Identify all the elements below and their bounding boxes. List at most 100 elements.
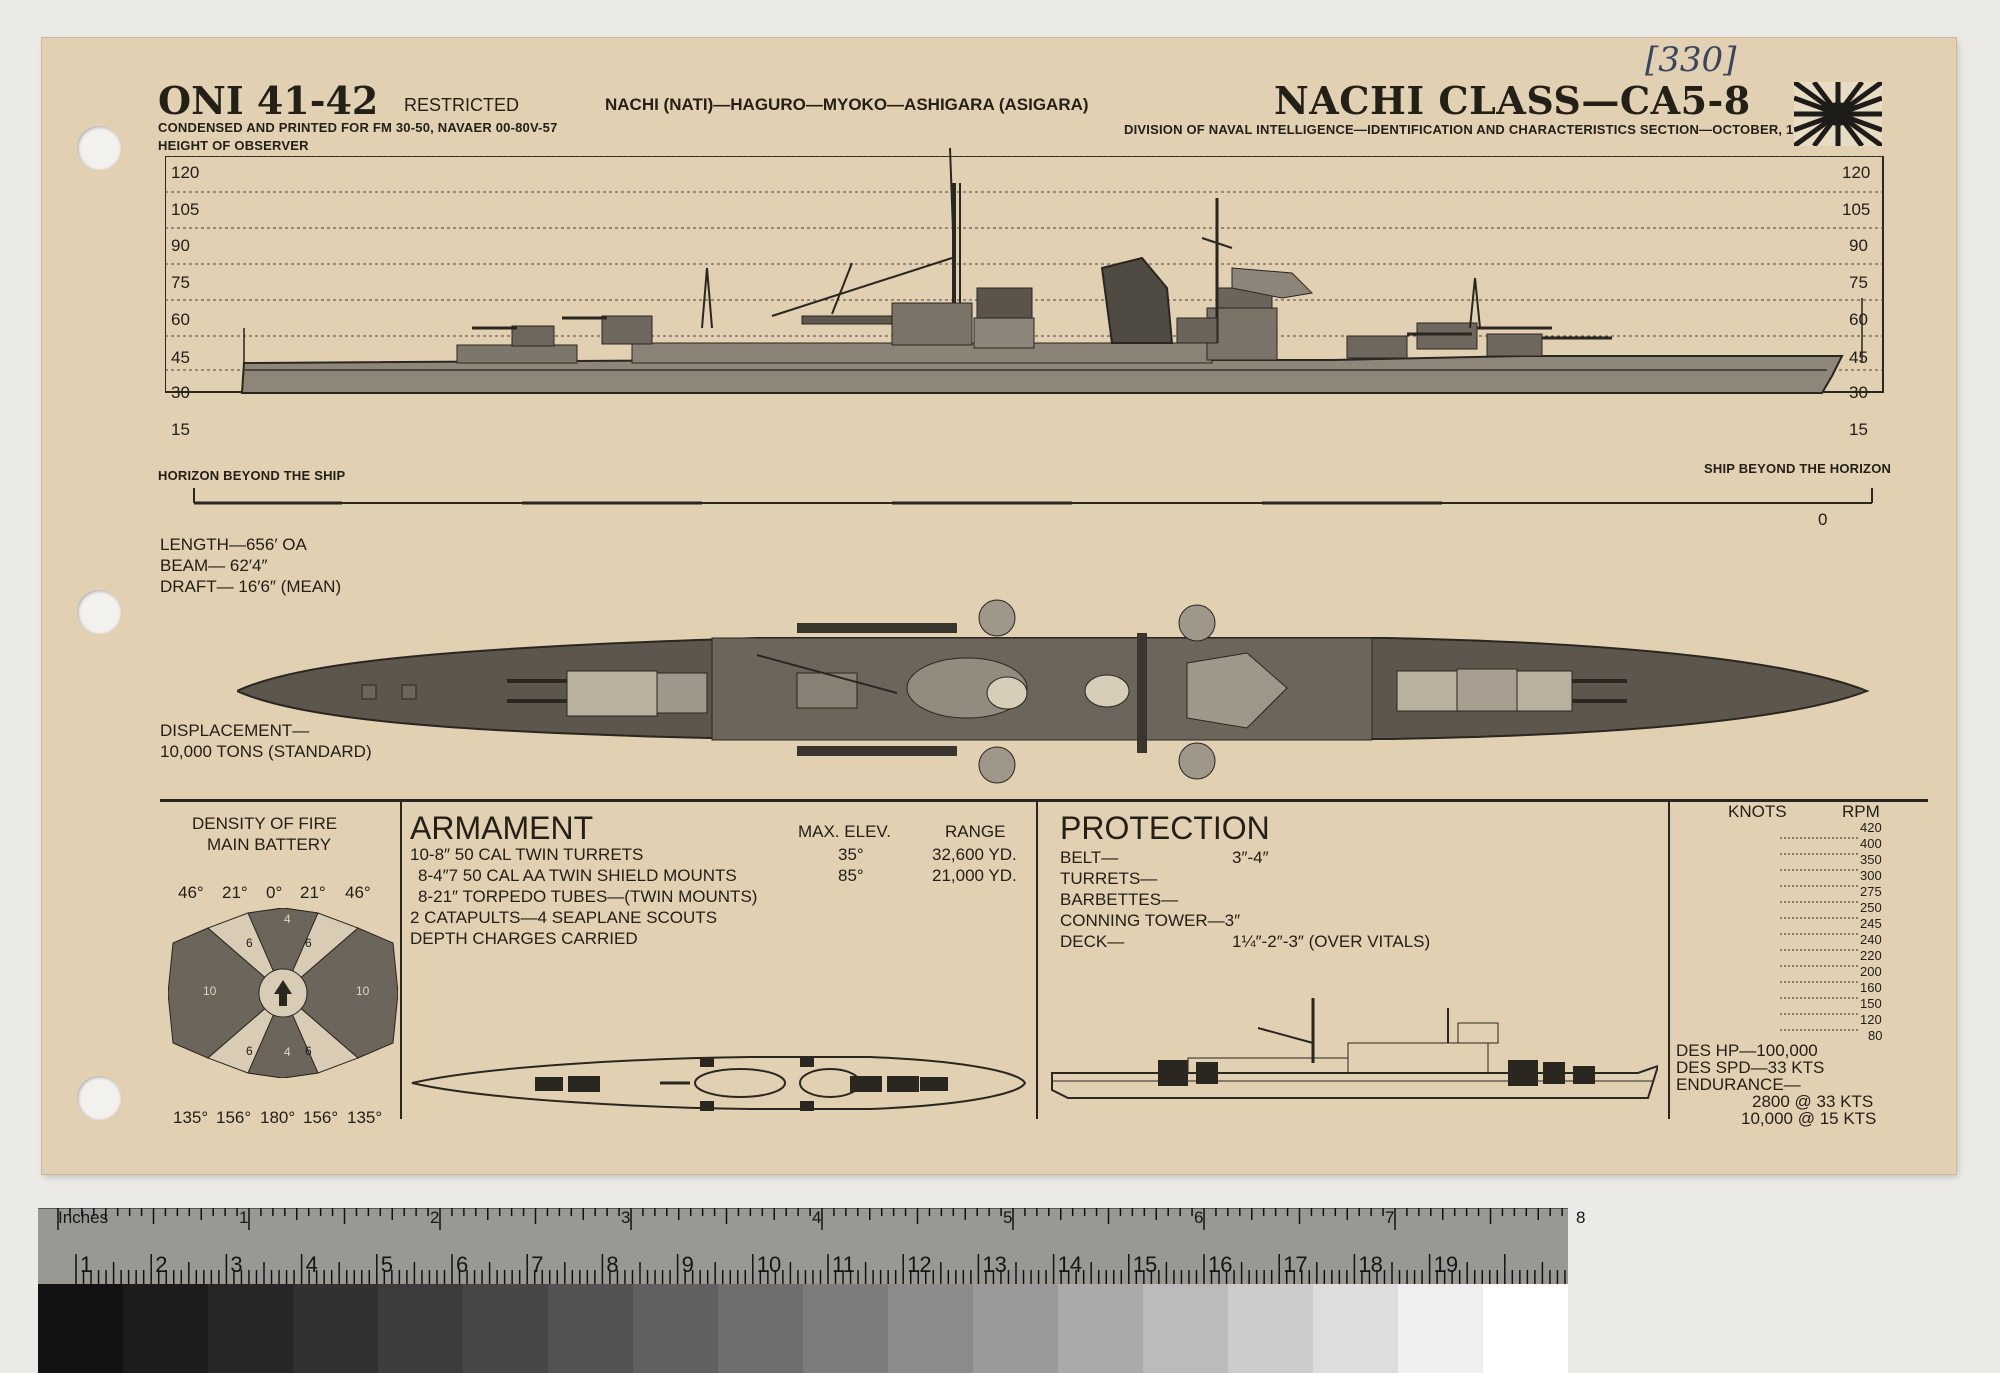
cm-number: 11: [832, 1252, 855, 1277]
density-value-top: 4: [284, 912, 291, 926]
density-value-right: 10: [356, 984, 370, 998]
density-title-1: DENSITY OF FIRE: [192, 814, 338, 833]
protection-label: BARBETTES—: [1060, 890, 1179, 909]
density-value-ul: 6: [246, 936, 253, 950]
height-tick-left: 120: [171, 163, 200, 182]
height-tick-left: 45: [171, 348, 190, 367]
protection-value: 3″-4″: [1232, 848, 1269, 867]
section-divider: [160, 799, 1928, 802]
des-spd: DES SPD—33 KTS: [1676, 1058, 1825, 1077]
rpm-leader-lines: [1780, 837, 1860, 1031]
cm-number: 19: [1433, 1252, 1459, 1277]
rpm-value: 80: [1868, 1028, 1883, 1043]
rpm-value: 400: [1860, 836, 1882, 851]
density-top-angle: 0°: [266, 883, 283, 902]
density-bottom-angle: 135°: [347, 1108, 383, 1127]
armament-row-text: 8-21″ TORPEDO TUBES—(TWIN MOUNTS): [418, 887, 758, 906]
cm-number: 2: [155, 1252, 168, 1277]
cm-number: 10: [756, 1252, 782, 1277]
ship-names: NACHI (NATI)—HAGURO—MYOKO—ASHIGARA (ASIG…: [605, 95, 1089, 114]
cm-number: 5: [380, 1252, 394, 1277]
rising-sun-flag-icon: [1794, 82, 1882, 146]
armament-row-text: 8-4″7 50 CAL AA TWIN SHIELD MOUNTS: [418, 866, 737, 885]
armament-title: ARMAMENT: [410, 810, 594, 846]
height-tick-right: 120: [1842, 163, 1871, 182]
armament-row-range: 32,600 YD.: [932, 845, 1017, 864]
cm-number: 8: [606, 1252, 619, 1277]
armament-row-text: 2 CATAPULTS—4 SEAPLANE SCOUTS: [410, 908, 718, 927]
rpm-value: 350: [1860, 852, 1882, 867]
armament-row-text: DEPTH CHARGES CARRIED: [410, 929, 638, 948]
gray-swatch: [208, 1284, 293, 1373]
rpm-value: 300: [1860, 868, 1882, 883]
condensed-note: CONDENSED AND PRINTED FOR FM 30-50, NAVA…: [158, 120, 558, 135]
density-top-angle: 21°: [300, 883, 326, 902]
armament-col-elev: MAX. ELEV.: [798, 822, 891, 841]
rpm-value: 120: [1860, 1012, 1882, 1027]
gray-swatch: [123, 1284, 208, 1373]
cm-number: 14: [1057, 1252, 1083, 1277]
doc-code: ONI 41-42: [158, 78, 379, 123]
displacement-value: 10,000 TONS (STANDARD): [160, 742, 372, 761]
horizon-left-label: HORIZON BEYOND THE SHIP: [158, 468, 346, 483]
gray-swatch: [1143, 1284, 1228, 1373]
des-hp: DES HP—100,000: [1676, 1041, 1818, 1060]
cm-number: 7: [531, 1252, 544, 1277]
endurance-label: ENDURANCE—: [1676, 1075, 1801, 1094]
binder-hole: [77, 590, 121, 634]
cm-number: 9: [681, 1252, 694, 1277]
rpm-value: 245: [1860, 916, 1882, 931]
gray-swatch: [548, 1284, 633, 1373]
rpm-value: 200: [1860, 964, 1882, 979]
height-tick-right: 15: [1849, 420, 1868, 439]
gray-swatch: [1058, 1284, 1143, 1373]
rpm-header: RPM: [1842, 802, 1880, 821]
density-title-2: MAIN BATTERY: [207, 835, 332, 854]
protection-profile-diagram: [1051, 998, 1658, 1099]
column-divider: [1036, 801, 1038, 1119]
density-value-lr: 6: [305, 1044, 312, 1058]
gray-scale-strip: [38, 1284, 1568, 1373]
inch-number: 1: [239, 1208, 249, 1227]
binder-hole: [77, 126, 121, 170]
rpm-value: 240: [1860, 932, 1882, 947]
density-value-bottom: 4: [284, 1045, 291, 1059]
gray-swatch: [1398, 1284, 1483, 1373]
ruler-ticks: [57, 1208, 1566, 1284]
height-tick-right: 105: [1842, 200, 1871, 219]
gray-swatch: [1313, 1284, 1398, 1373]
cm-number: 16: [1208, 1252, 1233, 1277]
division-note: DIVISION OF NAVAL INTELLIGENCE—IDENTIFIC…: [1124, 122, 1816, 137]
ship-profile-drawing: [240, 147, 1863, 394]
height-tick-left: 90: [171, 236, 190, 255]
cm-number: 3: [230, 1252, 243, 1277]
length-label: LENGTH—656′ OA: [160, 535, 307, 554]
height-tick-left: 105: [171, 200, 200, 219]
gray-swatch: [633, 1284, 718, 1373]
height-tick-right: 90: [1849, 236, 1868, 255]
endurance-2: 10,000 @ 15 KTS: [1741, 1109, 1877, 1128]
gray-swatch: [888, 1284, 973, 1373]
height-tick-left: 15: [171, 420, 190, 439]
density-top-angle: 46°: [178, 883, 204, 902]
armament-row-elev: 85°: [838, 866, 864, 885]
ruler-bar: [38, 1208, 1568, 1285]
inch-number: 5: [1003, 1208, 1013, 1227]
height-tick-right: 30: [1849, 383, 1868, 402]
binder-hole: [77, 1076, 121, 1120]
rpm-value: 220: [1860, 948, 1882, 963]
protection-label: BELT—: [1060, 848, 1119, 867]
displacement-label: DISPLACEMENT—: [160, 721, 310, 740]
height-tick-right: 75: [1849, 273, 1868, 292]
inches-label: Inches: [58, 1208, 109, 1227]
gray-swatch: [293, 1284, 378, 1373]
inch-number: 3: [621, 1208, 631, 1227]
density-value-ll: 6: [246, 1044, 253, 1058]
density-bottom-angle: 135°: [173, 1108, 209, 1127]
inch-number: 7: [1385, 1208, 1395, 1227]
inch-number: 4: [812, 1208, 822, 1227]
inch-number: 6: [1194, 1208, 1204, 1227]
gray-swatch: [463, 1284, 548, 1373]
armament-row-range: 21,000 YD.: [932, 866, 1017, 885]
